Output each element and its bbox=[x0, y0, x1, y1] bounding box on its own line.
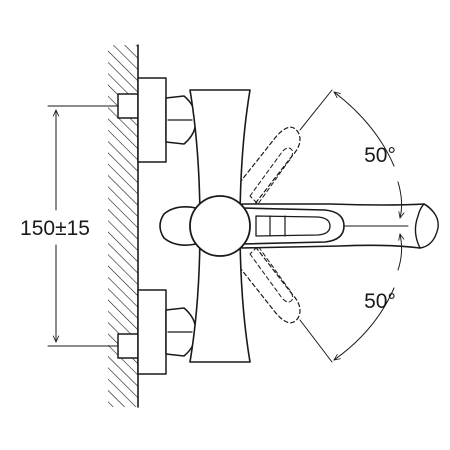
swing-angle-up-label: 50° bbox=[364, 144, 396, 167]
swing-angle-dimension bbox=[299, 89, 409, 363]
upper-mount bbox=[117, 77, 197, 163]
handle-alt-position-up bbox=[221, 126, 301, 219]
handle-alt-position-down bbox=[221, 231, 301, 324]
cartridge-cap bbox=[159, 195, 251, 257]
lower-mount bbox=[117, 289, 197, 375]
swing-angle-down-label: 50° bbox=[364, 290, 396, 313]
mount-spacing-dimension bbox=[47, 105, 121, 347]
lever-handle bbox=[241, 207, 345, 245]
mount-spacing-label: 150±15 bbox=[20, 217, 90, 240]
